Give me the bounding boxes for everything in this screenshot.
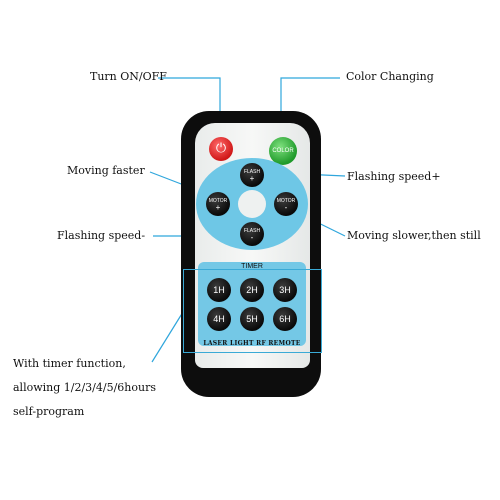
label-timer-line1: With timer function, bbox=[13, 357, 126, 370]
flash-minus-sign: - bbox=[250, 233, 254, 242]
power-icon: ⏻ bbox=[215, 141, 227, 156]
timer-4h-button[interactable]: 4H bbox=[207, 307, 231, 331]
label-color-changing: Color Changing bbox=[346, 70, 434, 83]
motor-plus-text: MOTOR bbox=[208, 198, 228, 204]
direction-pad-center bbox=[238, 190, 266, 218]
label-flashing-speed-minus: Flashing speed- bbox=[57, 229, 146, 242]
label-timer-line3: self-program bbox=[13, 405, 85, 418]
motor-minus-text: MOTOR bbox=[276, 198, 296, 204]
power-button[interactable]: ⏻ bbox=[209, 137, 233, 161]
label-turn-on-off: Turn ON/OFF bbox=[90, 70, 167, 83]
label-moving-slower: Moving slower,then still bbox=[347, 229, 481, 242]
flash-minus-button[interactable]: FLASH - bbox=[240, 222, 264, 246]
motor-minus-button[interactable]: MOTOR - bbox=[274, 192, 298, 216]
label-flashing-speed-plus: Flashing speed+ bbox=[347, 170, 441, 183]
timer-3h-button[interactable]: 3H bbox=[273, 278, 297, 302]
timer-5h-button[interactable]: 5H bbox=[240, 307, 264, 331]
flash-plus-sign: + bbox=[249, 174, 255, 183]
flash-minus-text: FLASH bbox=[243, 228, 261, 234]
color-button[interactable]: COLOR bbox=[269, 137, 297, 165]
motor-plus-button[interactable]: MOTOR + bbox=[206, 192, 230, 216]
timer-2h-button[interactable]: 2H bbox=[240, 278, 264, 302]
flash-plus-button[interactable]: FLASH + bbox=[240, 163, 264, 187]
label-moving-faster: Moving faster bbox=[67, 164, 145, 177]
timer-highlight-box bbox=[183, 269, 322, 353]
timer-1h-button[interactable]: 1H bbox=[207, 278, 231, 302]
timer-panel bbox=[198, 262, 306, 346]
line-timer bbox=[151, 311, 184, 363]
motor-plus-sign: + bbox=[215, 203, 221, 212]
flash-plus-text: FLASH bbox=[243, 169, 261, 175]
motor-minus-sign: - bbox=[284, 203, 288, 212]
timer-label: TIMER bbox=[241, 263, 263, 270]
remote-brand-text: LASER LIGHT RF REMOTE bbox=[203, 340, 301, 347]
timer-6h-button[interactable]: 6H bbox=[273, 307, 297, 331]
color-button-label: COLOR bbox=[272, 148, 294, 154]
label-timer-line2: allowing 1/2/3/4/5/6hours bbox=[13, 381, 156, 394]
